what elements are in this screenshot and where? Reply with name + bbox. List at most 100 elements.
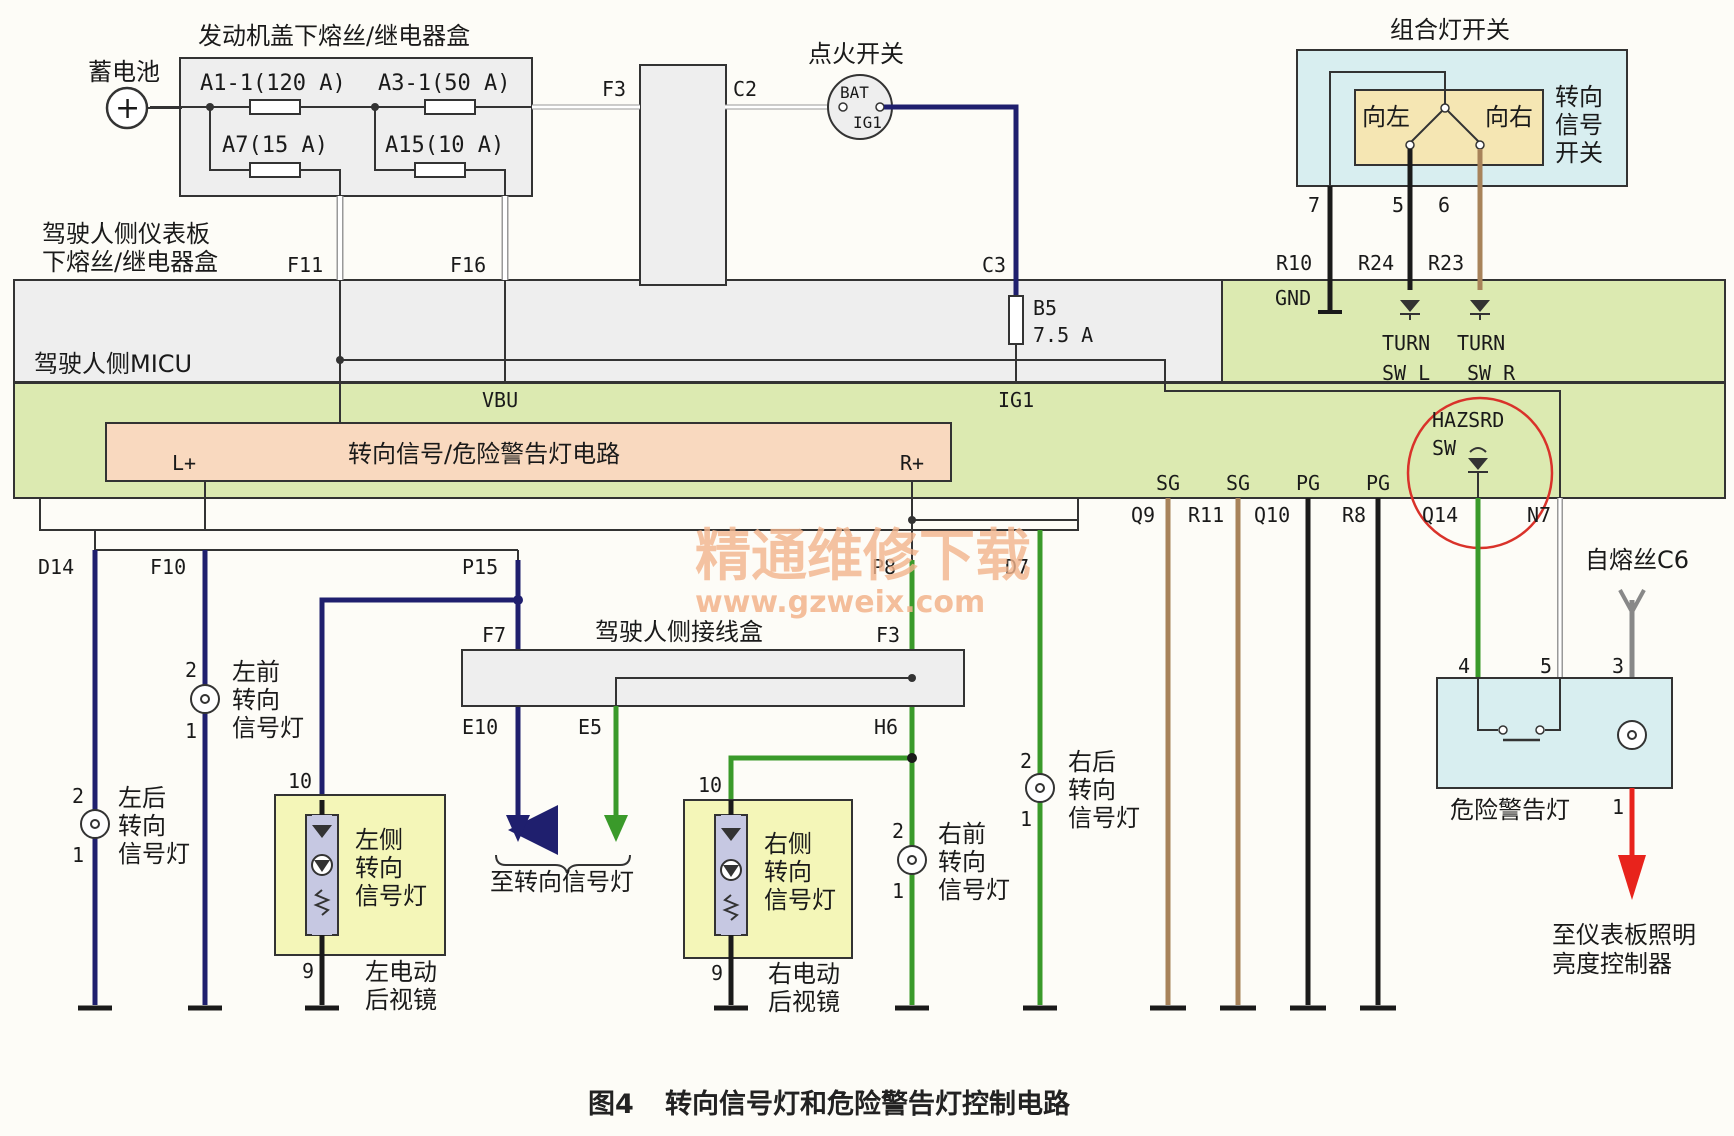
gnd-label: GND — [1275, 286, 1311, 310]
l-side-lamp-l2: 转向 — [355, 854, 403, 882]
pin-hz4: 4 — [1458, 654, 1470, 678]
lr-lamp-l1: 左后 — [118, 784, 166, 812]
pin-q14: Q14 — [1422, 503, 1458, 527]
dash-box-l2: 下熔丝/继电器盒 — [42, 248, 218, 276]
pin-f10: F10 — [150, 555, 186, 579]
pin-r24: R24 — [1358, 251, 1394, 275]
from-fuse-label: 自熔丝C6 — [1585, 546, 1689, 574]
r-mirror-l1: 右电动 — [768, 960, 840, 988]
hazard-lamp-label: 危险警告灯 — [1450, 796, 1570, 824]
left-dir-label: 向左 — [1362, 103, 1410, 131]
r-side-lamp-l2: 转向 — [764, 858, 812, 886]
rr-lamp-l2: 转向 — [1068, 776, 1116, 804]
sg2-label: SG — [1226, 471, 1250, 495]
circuit-box — [105, 422, 952, 482]
pin-c3: C3 — [982, 253, 1006, 277]
r-mirror-l2: 后视镜 — [768, 988, 840, 1016]
pg2-label: PG — [1366, 471, 1390, 495]
watermark-url: www.gzweix.com — [695, 585, 985, 620]
dash-box-l1: 驾驶人侧仪表板 — [42, 220, 210, 248]
pin-rm9: 9 — [711, 961, 723, 985]
pin-f16: F16 — [450, 253, 486, 277]
pin-d14: D14 — [38, 555, 74, 579]
fuse-a15-label: A15(10 A) — [385, 133, 504, 158]
hazard-bulb-icon — [1617, 720, 1647, 750]
pin-lm9: 9 — [302, 959, 314, 983]
pin-5: 5 — [1392, 193, 1404, 217]
micu-label: 驾驶人侧MICU — [34, 350, 192, 378]
pin-6: 6 — [1438, 193, 1450, 217]
to-dimmer-l1: 至仪表板照明 — [1552, 921, 1696, 949]
bulb-icon — [190, 684, 220, 714]
pin-hz5: 5 — [1540, 654, 1552, 678]
pin-lr1: 1 — [72, 843, 84, 867]
pin-rm10: 10 — [698, 773, 722, 797]
ignition-label: 点火开关 — [808, 40, 904, 68]
pin-hz1: 1 — [1612, 795, 1624, 819]
bat-label: BAT — [840, 83, 869, 102]
pin-f3b: F3 — [876, 623, 900, 647]
turn-switch-l2: 信号 — [1555, 111, 1603, 139]
pin-rr2: 2 — [1020, 749, 1032, 773]
pin-rf2: 2 — [892, 819, 904, 843]
combination-switch — [1296, 49, 1628, 187]
junction-box-label: 驾驶人侧接线盒 — [595, 618, 763, 646]
red-arrow-icon — [1618, 855, 1646, 900]
turn-signal-switch[interactable] — [1354, 89, 1544, 166]
b5-rating: 7.5 A — [1033, 323, 1093, 347]
lf-lamp-l1: 左前 — [232, 658, 280, 686]
battery-label: 蓄电池 — [88, 58, 160, 86]
fuse-a3 — [424, 99, 476, 115]
fuse-a1 — [249, 99, 301, 115]
sw-r-label: SW R — [1467, 361, 1516, 385]
pin-f3: F3 — [602, 77, 626, 101]
pin-rr1: 1 — [1020, 807, 1032, 831]
pin-c2: C2 — [733, 77, 757, 101]
rr-lamp-l3: 信号灯 — [1068, 804, 1140, 832]
pin-f7: F7 — [482, 623, 506, 647]
vbu-label: VBU — [482, 388, 518, 412]
pin-lf2: 2 — [185, 658, 197, 682]
figure-number: 图4 — [588, 1089, 634, 1120]
pin-7: 7 — [1308, 193, 1320, 217]
figure-title: 转向信号灯和危险警告灯控制电路 — [665, 1088, 1071, 1120]
l-side-lamp-l3: 信号灯 — [355, 882, 427, 910]
pin-d7: D7 — [1005, 555, 1029, 579]
b5-label: B5 — [1033, 296, 1057, 320]
lr-lamp-l3: 信号灯 — [118, 840, 190, 868]
left-mirror-box — [274, 794, 446, 956]
r-side-lamp-l3: 信号灯 — [764, 886, 836, 914]
fuse-a7 — [249, 162, 301, 178]
pin-r10: R10 — [1276, 251, 1312, 275]
pin-lm10: 10 — [288, 769, 312, 793]
l-mirror-l2: 后视镜 — [365, 986, 437, 1014]
pin-p8: P8 — [872, 555, 896, 579]
fuse-a15 — [414, 162, 466, 178]
right-mirror-box — [683, 799, 853, 959]
watermark-cn: 精通维修下载 — [695, 524, 1031, 589]
pin-p15: P15 — [462, 555, 498, 579]
sw-l-label: SW L — [1382, 361, 1430, 385]
turn-switch-l3: 开关 — [1555, 139, 1603, 167]
pin-e10: E10 — [462, 715, 498, 739]
ig1-label: IG1 — [998, 388, 1034, 412]
circuit-label: 转向信号/危险警告灯电路 — [348, 440, 620, 468]
combo-switch-title: 组合灯开关 — [1390, 16, 1510, 44]
turn-r-label: TURN — [1457, 331, 1505, 355]
lf-lamp-l2: 转向 — [232, 686, 280, 714]
lf-lamp-l3: 信号灯 — [232, 714, 304, 742]
pin-rf1: 1 — [892, 879, 904, 903]
fuse-a1-label: A1-1(120 A) — [200, 71, 346, 96]
pin-h6: H6 — [874, 715, 898, 739]
lr-lamp-l2: 转向 — [118, 812, 166, 840]
bulb-icon — [1025, 773, 1055, 803]
engine-fuse-box — [150, 57, 533, 197]
pin-r11: R11 — [1188, 503, 1224, 527]
pin-f11: F11 — [287, 253, 323, 277]
rr-lamp-l1: 右后 — [1068, 748, 1116, 776]
bulb-icon — [80, 809, 110, 839]
to-dimmer-l2: 亮度控制器 — [1552, 950, 1672, 978]
fuse-b5 — [1008, 295, 1024, 345]
